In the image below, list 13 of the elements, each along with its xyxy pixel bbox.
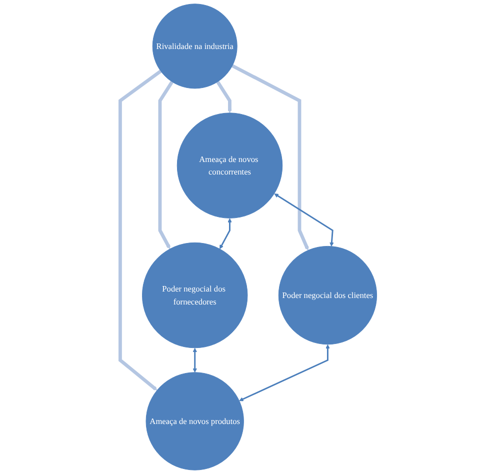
arrow [118,70,162,390]
arrow [239,344,330,402]
arrow [216,80,232,114]
arrow [192,348,198,373]
arrow [232,64,309,250]
arrow [158,80,174,250]
node-circle: Ameaça de novos produtos [146,372,244,470]
node-circle: Poder negocial dos fornecedores [142,242,248,348]
node-circle: Poder negocial dos clientes [278,246,378,345]
arrow [274,194,334,247]
node-circle: Rivalidade na industria [152,4,238,89]
node-circle: Ameaça de novos concorrentes [176,112,283,218]
arrow [220,218,232,250]
